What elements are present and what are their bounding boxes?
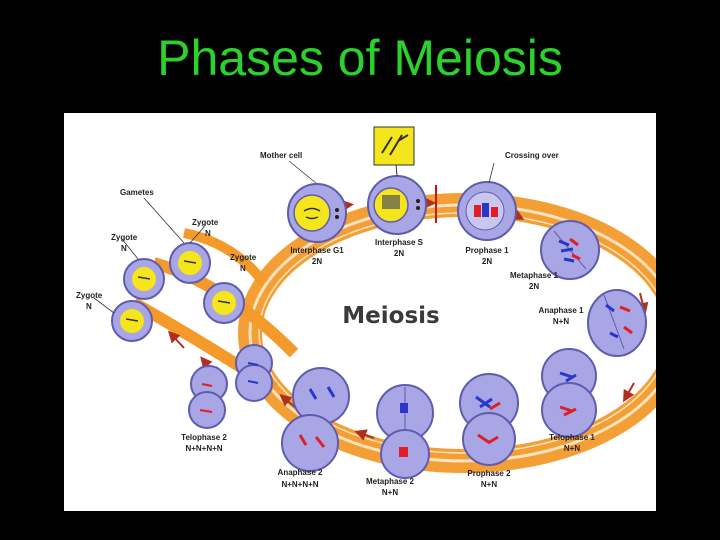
cell-telophase-2 xyxy=(188,344,273,429)
label-anaphase-1-ploidy: N+N xyxy=(553,317,569,326)
cell-metaphase-2 xyxy=(376,384,434,479)
cell-interphase-s xyxy=(367,175,437,235)
leader-lines xyxy=(93,160,495,314)
label-prophase-2-ploidy: N+N xyxy=(481,480,497,489)
cell-prophase-1 xyxy=(457,181,517,241)
label-zygote-3-n: N xyxy=(240,264,246,273)
label-telophase-2-ploidy: N+N+N+N xyxy=(185,444,222,453)
label-telophase-2: Telophase 2 xyxy=(181,433,227,442)
label-zygote-2: Zygote xyxy=(111,233,138,242)
label-zygote-4: Zygote xyxy=(76,291,103,300)
label-gametes: Gametes xyxy=(120,188,154,197)
label-interphase-s: Interphase S xyxy=(375,238,424,247)
meiosis-diagram-panel: Meiosis Mother cell Crossing over Gamete… xyxy=(64,113,656,511)
label-prophase-1: Prophase 1 xyxy=(465,246,509,255)
label-metaphase-2-ploidy: N+N xyxy=(382,488,398,497)
label-interphase-g1-ploidy: 2N xyxy=(312,257,322,266)
label-telophase-1: Telophase 1 xyxy=(549,433,595,442)
cell-prophase-2 xyxy=(459,373,519,466)
cell-anaphase-2 xyxy=(281,367,350,472)
label-zygote-3: Zygote xyxy=(230,253,257,262)
label-zygote-4-n: N xyxy=(86,302,92,311)
center-label: Meiosis xyxy=(342,303,439,329)
label-zygote-1: Zygote xyxy=(192,218,219,227)
label-metaphase-1: Metaphase 1 xyxy=(510,271,559,280)
label-metaphase-1-ploidy: 2N xyxy=(529,282,539,291)
label-prophase-1-ploidy: 2N xyxy=(482,257,492,266)
label-interphase-g1: Interphase G1 xyxy=(290,246,344,255)
meiosis-diagram: Meiosis Mother cell Crossing over Gamete… xyxy=(76,126,656,497)
label-crossing-over: Crossing over xyxy=(505,151,559,160)
cell-interphase-g1 xyxy=(287,183,347,243)
label-zygote-2-n: N xyxy=(121,244,127,253)
crossing-over-inset xyxy=(373,126,415,177)
gamete-cells xyxy=(111,242,245,342)
cell-metaphase-1 xyxy=(540,220,600,280)
cell-telophase-1 xyxy=(541,348,597,438)
label-telophase-1-ploidy: N+N xyxy=(564,444,580,453)
label-zygote-1-n: N xyxy=(205,229,211,238)
label-prophase-2: Prophase 2 xyxy=(467,469,511,478)
label-anaphase-2-ploidy: N+N+N+N xyxy=(281,480,318,489)
label-anaphase-1: Anaphase 1 xyxy=(539,306,584,315)
slide-title: Phases of Meiosis xyxy=(157,30,563,86)
cell-anaphase-1 xyxy=(587,289,647,357)
label-mother-cell: Mother cell xyxy=(260,151,302,160)
label-anaphase-2: Anaphase 2 xyxy=(278,468,323,477)
label-metaphase-2: Metaphase 2 xyxy=(366,477,415,486)
label-interphase-s-ploidy: 2N xyxy=(394,249,404,258)
